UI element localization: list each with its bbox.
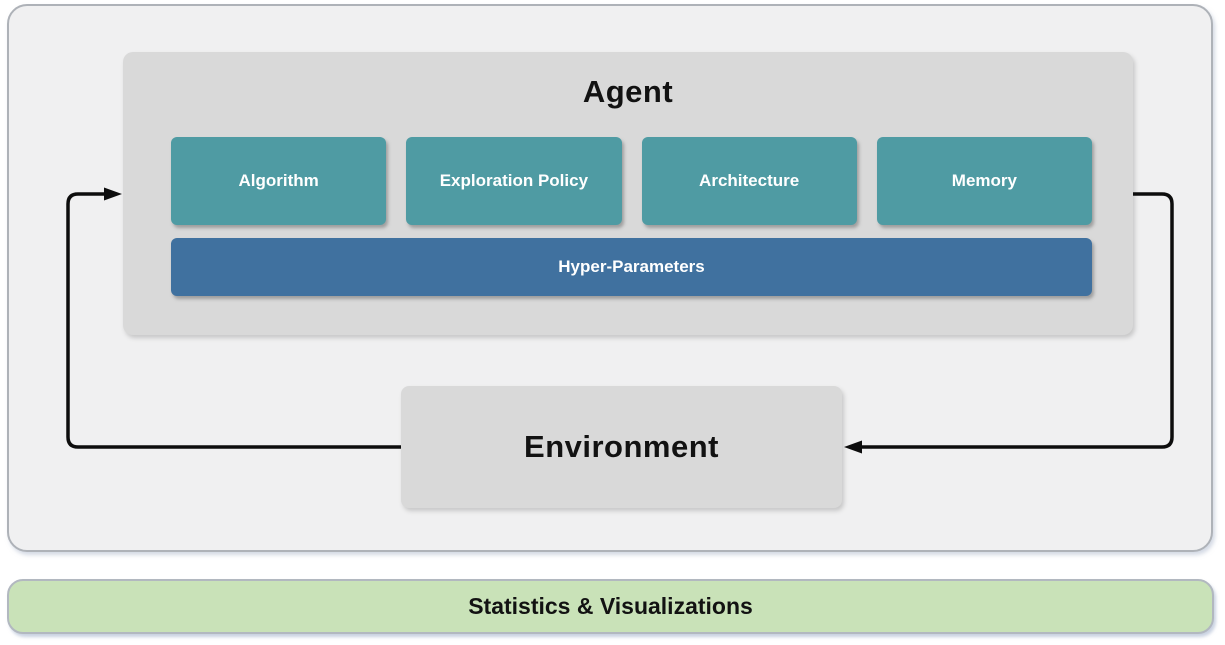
component-box-architecture: Architecture: [641, 137, 857, 225]
environment-title: Environment: [524, 429, 719, 464]
statistics-visualizations-bar: Statistics & Visualizations: [7, 579, 1214, 634]
agent-title: Agent: [582, 74, 674, 109]
component-box-algorithm: Algorithm: [171, 137, 387, 225]
environment-box: Environment: [401, 386, 842, 508]
agent-component-row: Algorithm Exploration Policy Architectur…: [171, 137, 1092, 225]
component-box-exploration-policy: Exploration Policy: [406, 137, 622, 225]
agent-box: Agent Algorithm Exploration Policy Archi…: [123, 52, 1133, 335]
rl-framework-panel: Agent Algorithm Exploration Policy Archi…: [7, 4, 1213, 552]
component-box-memory: Memory: [876, 137, 1092, 225]
statistics-visualizations-label: Statistics & Visualizations: [468, 593, 753, 619]
hyper-parameters-bar: Hyper-Parameters: [171, 238, 1092, 296]
